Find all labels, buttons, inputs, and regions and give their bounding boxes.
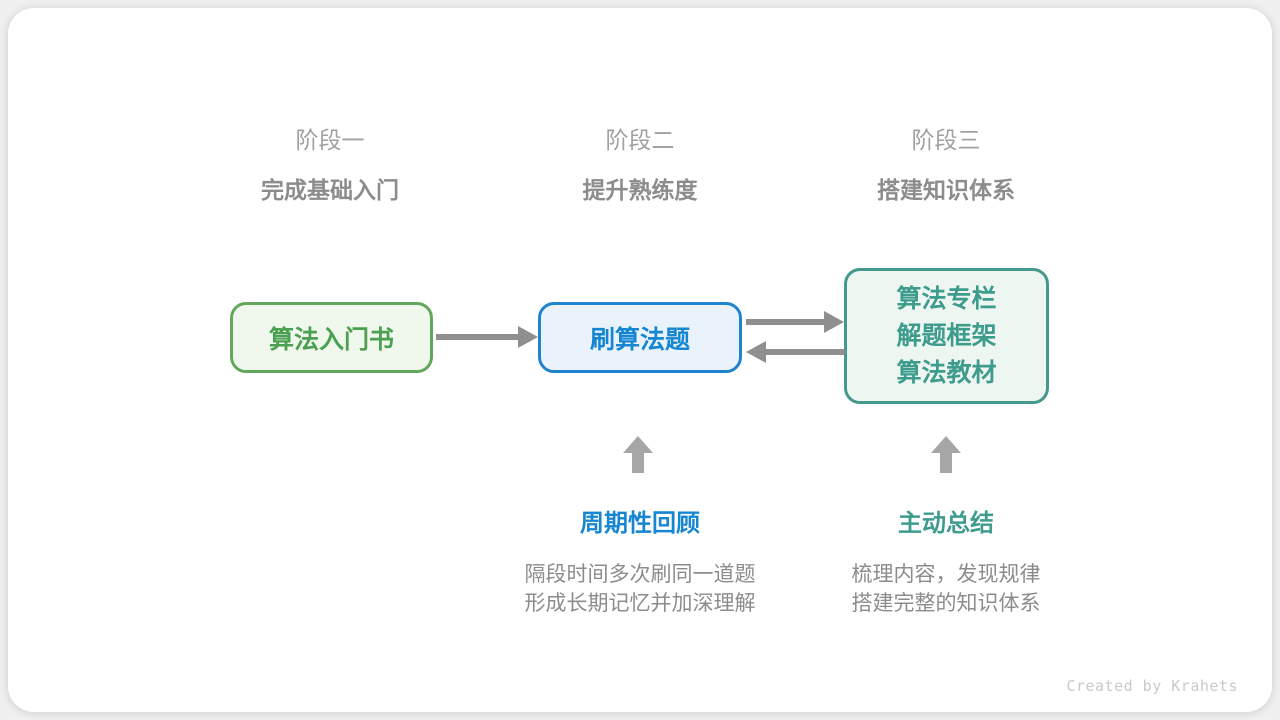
stage-subtitle: 搭建知识体系	[877, 177, 1015, 203]
annotation-line: 隔段时间多次刷同一道题	[524, 563, 756, 586]
node-label-line: 解题框架	[896, 321, 997, 350]
annotation-title: 主动总结	[898, 510, 994, 537]
stage-header-3: 阶段三 搭建知识体系	[786, 126, 1106, 204]
node-label: 刷算法题	[589, 325, 690, 354]
stage-title: 阶段二	[605, 127, 675, 153]
annotation-periodic-review: 周期性回顾 隔段时间多次刷同一道题 形成长期记忆并加深理解	[470, 510, 810, 618]
annotation-line: 搭建完整的知识体系	[851, 592, 1041, 615]
annotation-line: 形成长期记忆并加深理解	[524, 592, 756, 615]
stage-subtitle: 完成基础入门	[261, 177, 399, 203]
stage-title: 阶段一	[295, 127, 365, 153]
node-knowledge-resources: 算法专栏 解题框架 算法教材	[844, 268, 1049, 404]
annotation-title: 周期性回顾	[580, 510, 700, 537]
stage-header-2: 阶段二 提升熟练度	[480, 126, 800, 204]
annotation-line: 梳理内容，发现规律	[851, 563, 1041, 586]
node-label-line: 算法教材	[896, 358, 997, 387]
stage-subtitle: 提升熟练度	[582, 177, 698, 203]
stage-header-1: 阶段一 完成基础入门	[170, 126, 490, 204]
stage-title: 阶段三	[911, 127, 981, 153]
node-practice-problems: 刷算法题	[538, 302, 742, 373]
node-intro-book: 算法入门书	[230, 302, 433, 373]
node-label: 算法入门书	[268, 325, 394, 354]
annotation-active-summary: 主动总结 梳理内容，发现规律 搭建完整的知识体系	[776, 510, 1116, 618]
watermark: Created by Krahets	[1066, 677, 1238, 695]
node-label-line: 算法专栏	[896, 284, 997, 313]
